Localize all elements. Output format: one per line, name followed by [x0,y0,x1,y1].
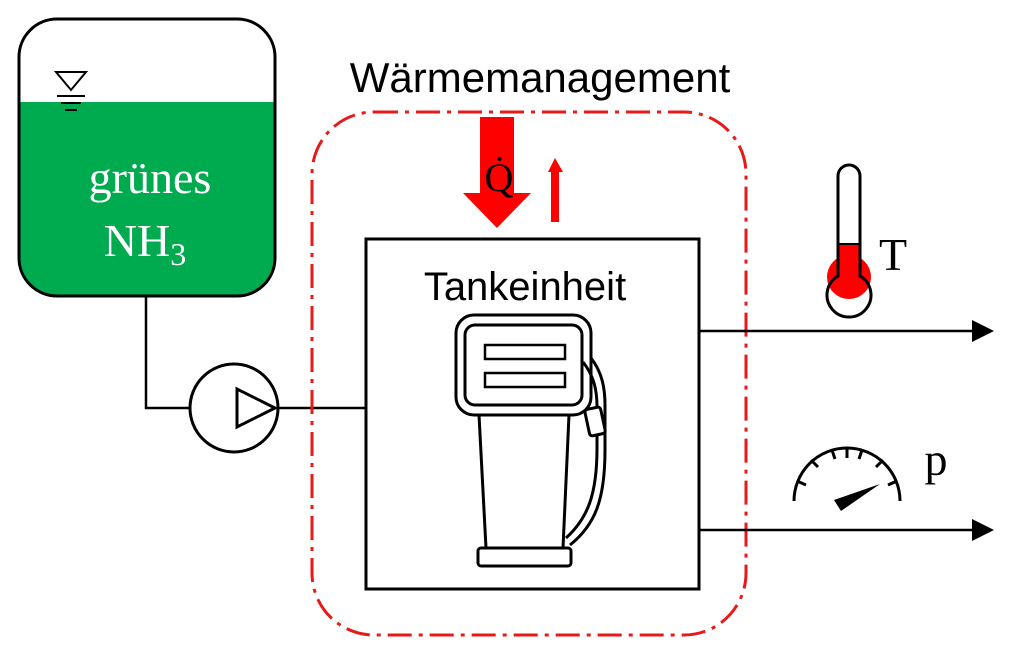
tank-label-line1: grünes [89,152,212,203]
liquid-level-icon [53,71,89,111]
thermometer-icon [825,163,873,319]
storage-tank: grünes NH3 [17,17,277,298]
temperature-label: T [879,229,907,280]
heat-management-title: Wärmemanagement [350,54,731,101]
tank-label-nh: NH [104,215,170,266]
pressure-label: p [925,434,948,485]
dispenser-unit-title: Tankeinheit [424,265,626,309]
fuel-pump-icon [454,313,607,568]
feed-pipe [144,296,190,410]
pump-icon [188,362,280,454]
pressure-gauge-icon [792,446,902,511]
heat-flow-label: Q̇ [485,155,514,200]
heat-output-arrow [548,158,563,222]
output-arrowhead-temperature [972,320,994,342]
tank-label-subscript: 3 [170,236,186,272]
output-arrowhead-pressure [972,519,994,541]
tank-label-line2: NH3 [104,215,186,272]
tank-liquid [19,102,275,296]
heat-input-arrow [463,117,531,228]
heat-management-boundary [310,110,748,637]
